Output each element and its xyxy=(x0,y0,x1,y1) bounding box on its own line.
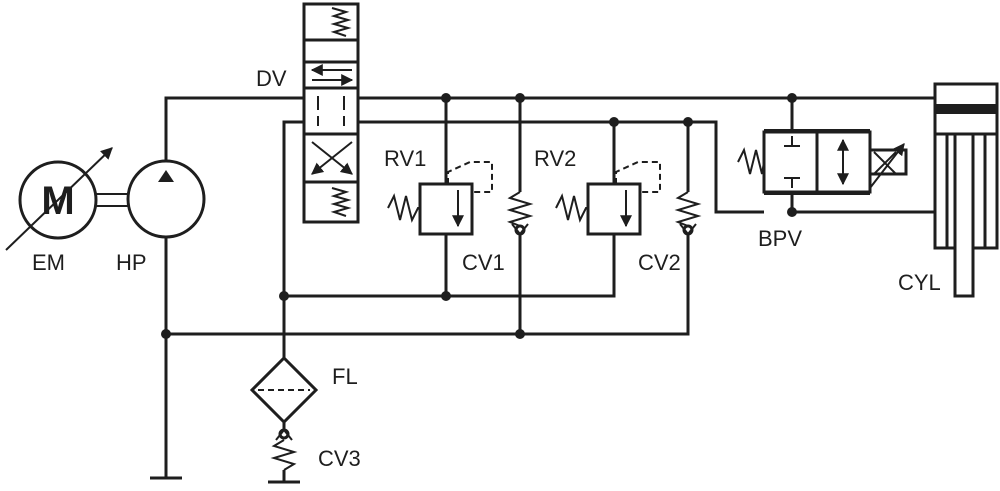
relief-valve-1-icon xyxy=(387,161,493,236)
label-cv3: CV3 xyxy=(318,446,361,471)
check-valve-3-icon xyxy=(270,428,298,471)
filter-icon xyxy=(249,355,319,425)
label-rv1: RV1 xyxy=(384,146,426,171)
motor-pump-shaft xyxy=(96,193,128,207)
relief-valve-2-icon xyxy=(555,161,661,236)
electric-motor-icon: M xyxy=(5,147,113,251)
directional-valve-icon xyxy=(302,2,360,224)
label-rv2: RV2 xyxy=(534,146,576,171)
component-labels: DV EM HP RV1 RV2 CV1 CV2 BPV CYL FL CV3 xyxy=(32,66,941,471)
check-valve-1-icon xyxy=(506,191,534,236)
label-cyl: CYL xyxy=(898,270,941,295)
label-dv: DV xyxy=(256,66,287,91)
label-cv1: CV1 xyxy=(462,250,505,275)
label-em: EM xyxy=(32,250,65,275)
check-valve-2-icon xyxy=(674,191,702,236)
cylinder-icon xyxy=(933,82,999,298)
hydraulic-pump-icon xyxy=(126,159,206,239)
pipe-network xyxy=(150,96,935,484)
label-cv2: CV2 xyxy=(638,250,681,275)
junction-dots xyxy=(161,93,797,339)
label-fl: FL xyxy=(332,364,358,389)
label-hp: HP xyxy=(116,250,147,275)
proportional-valve-icon xyxy=(737,129,908,195)
label-bpv: BPV xyxy=(758,226,802,251)
